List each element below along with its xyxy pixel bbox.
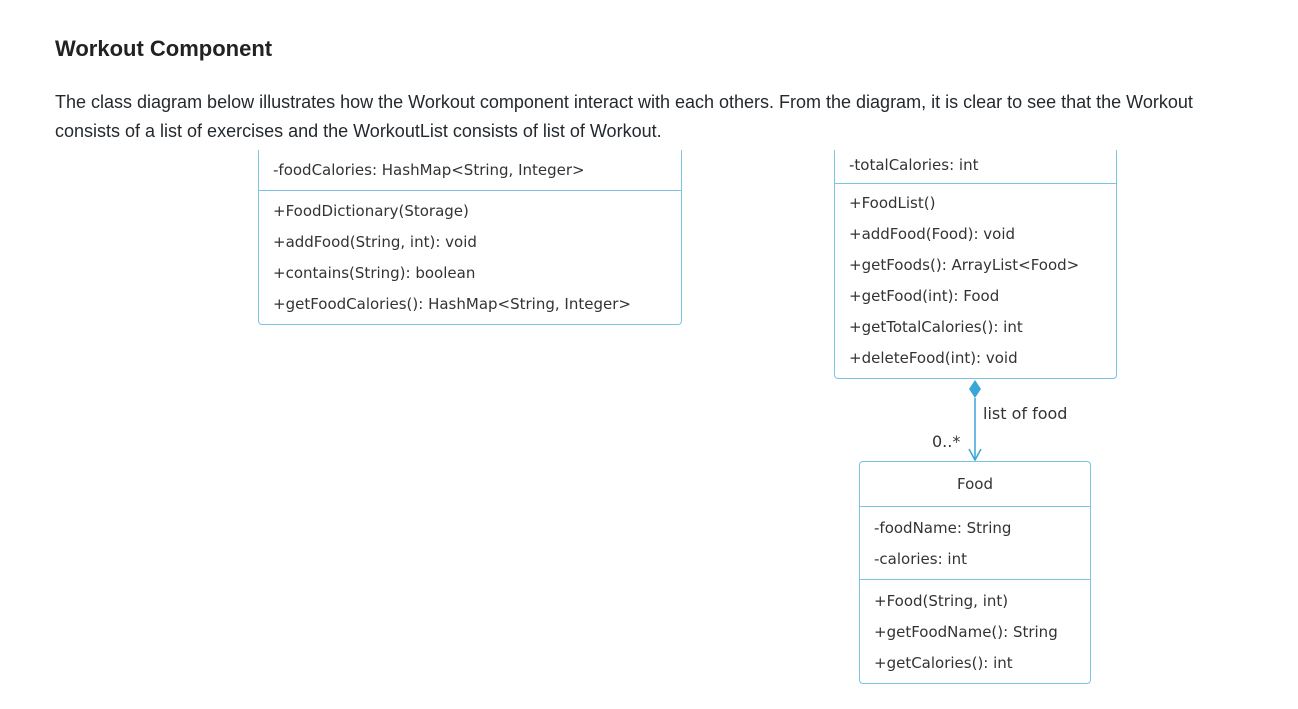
methods-section: +Food(String, int) +getFoodName(): Strin…	[860, 580, 1090, 683]
class-food-dictionary: -foodCalories: HashMap<String, Integer> …	[258, 150, 682, 325]
composition-diamond-icon	[969, 380, 981, 398]
association-label: list of food	[983, 404, 1068, 423]
arrowhead-icon	[968, 448, 982, 462]
class-food-list: -totalCalories: int +FoodList() +addFood…	[834, 150, 1117, 379]
method: +getTotalCalories(): int	[849, 318, 1023, 336]
attributes-section: -foodName: String -calories: int	[860, 507, 1090, 580]
attribute: -foodName: String	[874, 519, 1012, 537]
description-paragraph: The class diagram below illustrates how …	[55, 92, 1193, 141]
method: +FoodList()	[849, 194, 936, 212]
attributes-section: -totalCalories: int	[835, 150, 1116, 184]
methods-section: +FoodDictionary(Storage) +addFood(String…	[259, 191, 681, 324]
method: +getFoodCalories(): HashMap<String, Inte…	[273, 295, 631, 313]
attribute: -foodCalories: HashMap<String, Integer>	[273, 161, 585, 179]
multiplicity-label: 0..*	[932, 432, 961, 451]
method: +Food(String, int)	[874, 592, 1009, 610]
method: +contains(String): boolean	[273, 264, 476, 282]
section-heading: Workout Component	[55, 36, 273, 61]
method: +addFood(Food): void	[849, 225, 1016, 243]
attributes-section: -foodCalories: HashMap<String, Integer>	[259, 150, 681, 191]
class-name: Food	[860, 462, 1090, 507]
method: +getFood(int): Food	[849, 287, 1000, 305]
method: +getCalories(): int	[874, 654, 1013, 672]
method: +getFoods(): ArrayList<Food>	[849, 256, 1080, 274]
class-food: Food -foodName: String -calories: int +F…	[859, 461, 1091, 684]
methods-section: +FoodList() +addFood(Food): void +getFoo…	[835, 184, 1116, 378]
method: +deleteFood(int): void	[849, 349, 1018, 367]
method: +addFood(String, int): void	[273, 233, 477, 251]
method: +FoodDictionary(Storage)	[273, 202, 469, 220]
attribute: -calories: int	[874, 550, 967, 568]
attribute: -totalCalories: int	[849, 156, 979, 174]
method: +getFoodName(): String	[874, 623, 1058, 641]
